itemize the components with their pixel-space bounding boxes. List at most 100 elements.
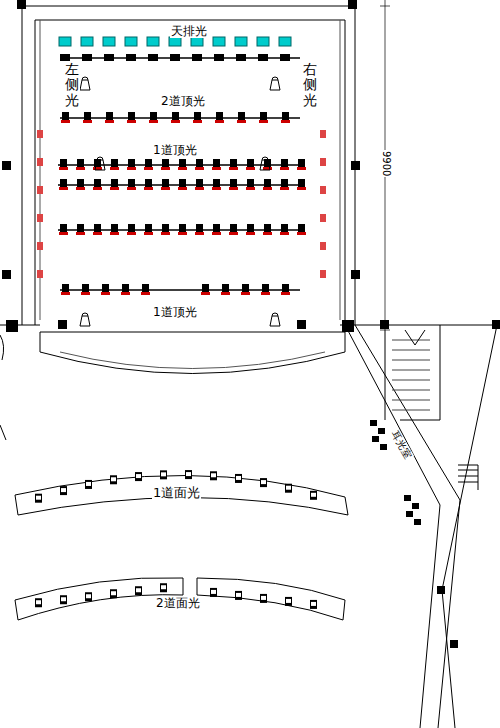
- lamp-lens: [121, 292, 130, 295]
- front-light-lens: [136, 474, 141, 478]
- lamp-symbol: [230, 224, 237, 232]
- front-light-lens: [161, 472, 166, 476]
- lamp-lens: [221, 292, 230, 295]
- lamp-symbol: [298, 159, 305, 167]
- front-light: [110, 589, 117, 598]
- lamp-symbol: [150, 112, 157, 120]
- lamp-symbol: [242, 284, 249, 292]
- lamp-symbol: [213, 159, 220, 167]
- lamp-lens: [93, 187, 102, 190]
- lamp-lens: [178, 187, 187, 190]
- front-light: [185, 470, 192, 479]
- lamp-symbol: [94, 179, 101, 187]
- side-light: [320, 186, 326, 194]
- lamp-symbol: [264, 179, 271, 187]
- position-label: 1道顶光: [152, 143, 198, 157]
- lamp-lens: [171, 120, 180, 123]
- front-light-lens: [286, 486, 291, 490]
- side-light-label: 右侧光: [302, 62, 318, 108]
- front-light-lens: [311, 493, 316, 497]
- lamp-lens: [110, 187, 119, 190]
- lamp-lens: [229, 167, 238, 170]
- front-light: [310, 491, 317, 500]
- lamp-lens: [195, 167, 204, 170]
- front-light: [160, 583, 167, 592]
- front-light-lens: [286, 599, 291, 603]
- lamp-symbol: [104, 54, 114, 61]
- lamp-lens: [195, 232, 204, 235]
- lamp-symbol: [280, 54, 290, 61]
- front-light: [235, 474, 242, 483]
- side-light: [37, 130, 43, 138]
- front-light: [260, 594, 267, 603]
- front-light-lens: [161, 585, 166, 589]
- cyc-light: [103, 37, 115, 46]
- ear-light: [372, 436, 379, 442]
- lamp-lens: [127, 167, 136, 170]
- lamp-lens: [281, 292, 290, 295]
- ear-light: [406, 511, 413, 517]
- lamp-symbol: [128, 159, 135, 167]
- front-light-lens: [111, 477, 116, 481]
- lamp-lens: [76, 187, 85, 190]
- lamp-symbol: [111, 159, 118, 167]
- lamp-lens: [161, 167, 170, 170]
- cyc-light: [81, 37, 93, 46]
- lamp-lens: [212, 167, 221, 170]
- lamp-symbol: [282, 112, 289, 120]
- lamp-lens: [83, 120, 92, 123]
- lamp-symbol: [192, 54, 202, 61]
- lamp-lens: [127, 232, 136, 235]
- lamp-lens: [201, 292, 210, 295]
- lamp-symbol: [214, 54, 224, 61]
- side-light: [37, 242, 43, 250]
- lamp-symbol: [126, 54, 136, 61]
- lamp-symbol: [162, 159, 169, 167]
- position-label: 2道顶光: [160, 94, 206, 108]
- lamp-lens: [259, 120, 268, 123]
- lamp-lens: [215, 120, 224, 123]
- lamp-symbol: [77, 179, 84, 187]
- lamp-lens: [280, 187, 289, 190]
- lamp-lens: [127, 187, 136, 190]
- lamp-lens: [193, 120, 202, 123]
- lamp-symbol: [148, 54, 158, 61]
- lamp-lens: [144, 187, 153, 190]
- lamp-symbol: [82, 284, 89, 292]
- lamp-symbol: [196, 159, 203, 167]
- ear-light: [370, 420, 377, 426]
- lamp-symbol: [179, 159, 186, 167]
- ear-light: [378, 428, 385, 434]
- lamp-symbol: [60, 159, 67, 167]
- front-light-lens: [61, 597, 66, 601]
- front-light-lens: [211, 473, 216, 477]
- lamp-symbol: [111, 224, 118, 232]
- front-light-lens: [311, 602, 316, 606]
- lamp-symbol: [222, 284, 229, 292]
- lamp-lens: [161, 187, 170, 190]
- moving-head-symbol: [95, 157, 105, 170]
- ear-light: [414, 519, 421, 525]
- lamp-symbol: [128, 112, 135, 120]
- front-light: [260, 478, 267, 487]
- side-light: [37, 214, 43, 222]
- ear-light: [404, 495, 411, 501]
- position-label: 1道面光: [152, 485, 201, 501]
- cyc-light: [125, 37, 137, 46]
- lamp-symbol: [281, 159, 288, 167]
- lamp-lens: [110, 232, 119, 235]
- lamp-lens: [144, 232, 153, 235]
- side-light: [320, 158, 326, 166]
- front-light: [160, 470, 167, 479]
- lamp-symbol: [128, 179, 135, 187]
- lamp-lens: [76, 167, 85, 170]
- front-light-lens: [136, 588, 141, 592]
- lamp-lens: [149, 120, 158, 123]
- lamp-symbol: [122, 284, 129, 292]
- front-light-lens: [111, 591, 116, 595]
- side-light: [320, 214, 326, 222]
- cyc-light: [257, 37, 269, 46]
- lamp-symbol: [281, 224, 288, 232]
- moving-head-symbol: [270, 313, 280, 326]
- front-light: [60, 595, 67, 604]
